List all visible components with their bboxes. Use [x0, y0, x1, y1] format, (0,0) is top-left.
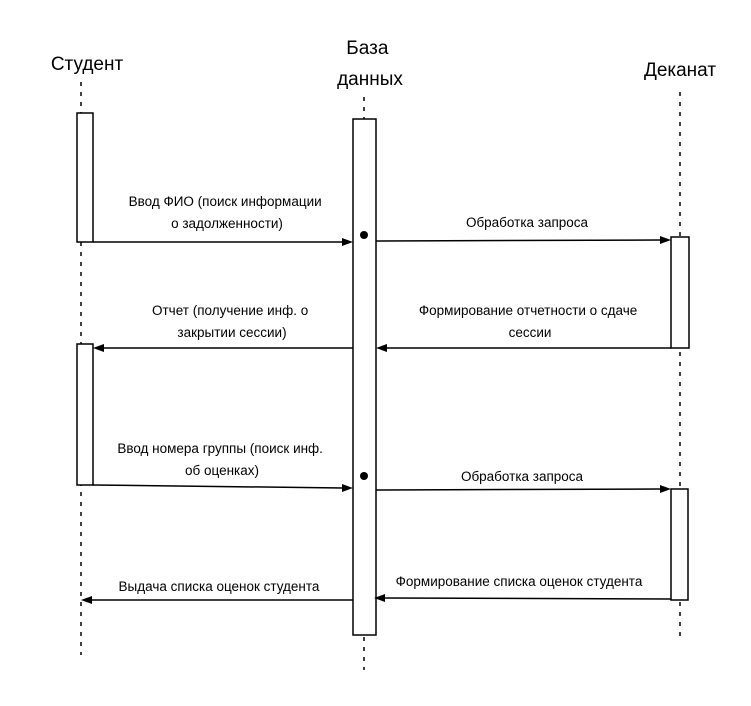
- activation-database: [352, 118, 377, 636]
- actor-deanery-label: Деканат: [644, 60, 716, 81]
- message-5-label: Ввод номера группы (поиск инф. об оценка…: [117, 441, 326, 478]
- message-2: [375, 236, 671, 244]
- arrowhead-right-icon: [342, 484, 353, 492]
- message-8: [374, 594, 672, 602]
- message-4-label: Формирование отчетности о сдаче сессии: [419, 303, 641, 340]
- arrowhead-left-icon: [376, 344, 387, 352]
- activation-student-1: [76, 112, 94, 243]
- arrowhead-left-icon: [93, 344, 104, 352]
- activation-deanery-2: [670, 488, 689, 601]
- arrowhead-right-icon: [660, 236, 671, 244]
- arrowhead-right-icon: [660, 485, 671, 493]
- message-1-label: Ввод ФИО (поиск информации о задолженнос…: [129, 194, 326, 231]
- process-dot-1: [360, 231, 368, 239]
- message-6: [375, 485, 671, 493]
- message-2-label: Обработка запроса: [466, 215, 589, 230]
- message-8-label: Формирование списка оценок студента: [396, 574, 643, 589]
- activation-deanery-1: [670, 236, 690, 349]
- arrowhead-left-icon: [81, 596, 92, 604]
- message-1: [93, 238, 353, 246]
- activation-student-2: [76, 343, 94, 486]
- message-6-label: Обработка запроса: [461, 469, 584, 484]
- arrowhead-left-icon: [374, 594, 385, 602]
- arrowhead-right-icon: [342, 238, 353, 246]
- message-5: [92, 484, 353, 492]
- process-dot-2: [360, 472, 368, 480]
- message-3: [93, 344, 353, 352]
- message-7: [81, 596, 353, 604]
- actor-database-label: База данных: [337, 38, 403, 90]
- message-7-label: Выдача списка оценок студента: [119, 579, 320, 594]
- message-3-label: Отчет (получение инф. о закрытии сессии): [152, 303, 312, 340]
- message-4: [376, 344, 671, 352]
- actor-student-label: Студент: [51, 54, 124, 75]
